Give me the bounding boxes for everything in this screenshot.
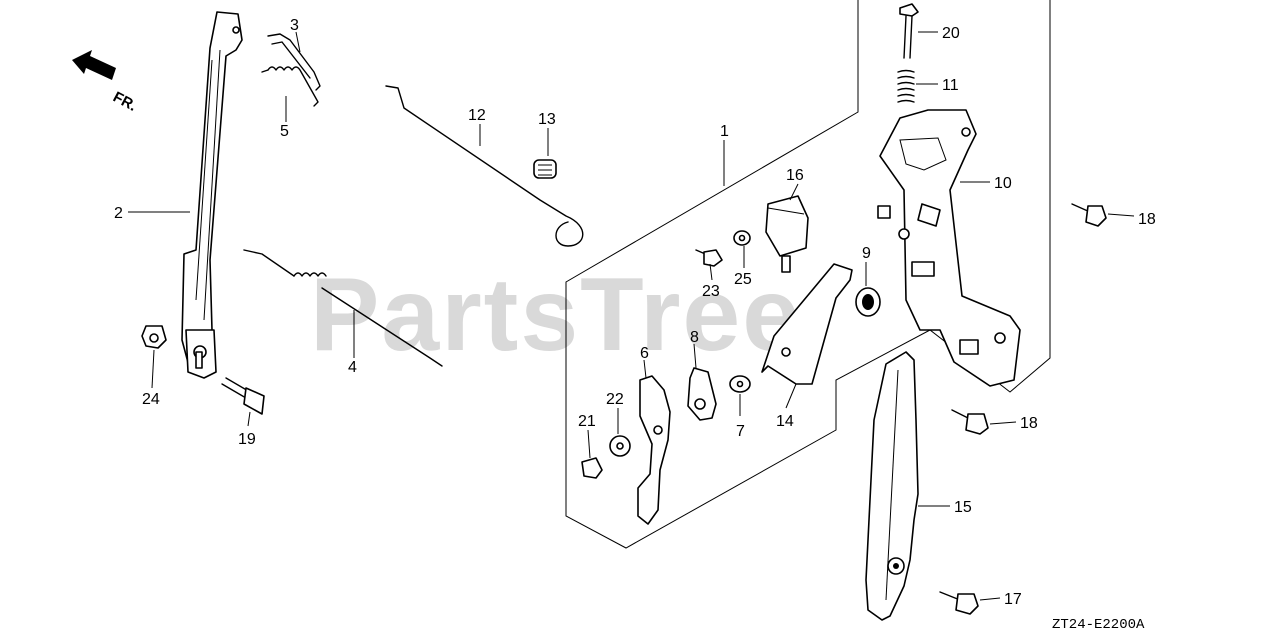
assembly-group-outline [565,0,1051,549]
part-6-lever [637,375,671,525]
callout-9: 9 [862,245,871,262]
part-20-bolt [899,3,919,59]
diagram-code: ZT24-E2200A [1052,617,1145,633]
part-2-lever-arm [181,11,243,379]
part-18-bolt-upper [1071,203,1107,227]
callout-5: 5 [280,123,289,140]
part-21-nut [581,457,603,479]
callout-25: 25 [734,271,752,288]
callout-3: 3 [290,17,299,34]
part-22-washer [609,435,631,457]
callout-2: 2 [114,205,123,222]
callout-23: 23 [702,283,720,300]
callout-1: 1 [720,123,729,140]
callout-21: 21 [578,413,596,430]
part-5-spring [261,66,319,107]
part-23-screw [695,249,723,267]
part-16-switch [765,195,809,273]
callout-10: 10 [994,175,1012,192]
leader-lines [128,31,1135,601]
watermark-text: PartsTree [310,257,802,373]
part-9-grommet [855,287,881,317]
part-7-washer [729,375,751,393]
part-8-lever-plate [687,367,717,421]
callout-20: 20 [942,25,960,42]
part-18-bolt-lower [951,409,989,435]
callout-18-lower: 18 [1020,415,1038,432]
part-24-nut [141,325,167,349]
part-19-bolt [221,377,265,415]
callout-14: 14 [776,413,794,430]
callout-7: 7 [736,423,745,440]
callout-22: 22 [606,391,624,408]
part-13-spring-nut [533,159,557,179]
callout-24: 24 [142,391,160,408]
front-direction-label: FR. [110,89,139,115]
part-4-cable [243,249,443,367]
part-10-bracket [877,109,1021,387]
callout-19: 19 [238,431,256,448]
front-direction-arrow-icon: FR. [72,50,139,115]
callout-4: 4 [348,359,357,376]
part-25-washer [733,230,751,246]
part-15-lever [865,351,919,621]
callout-13: 13 [538,111,556,128]
callout-11: 11 [942,77,959,94]
callout-12: 12 [468,107,486,124]
callout-6: 6 [640,345,649,362]
callout-17: 17 [1004,591,1022,608]
part-12-rod [385,85,584,247]
part-11-spring [897,69,915,103]
part-3-spring-clip [267,33,321,91]
callout-18-upper: 18 [1138,211,1156,228]
callout-8: 8 [690,329,699,346]
part-14-plate [761,263,853,385]
part-17-bolt [939,591,979,615]
callout-labels: 1 2 3 4 5 6 7 8 9 10 11 12 13 14 15 16 1… [114,17,1156,608]
callout-15: 15 [954,499,972,516]
callout-16: 16 [786,167,804,184]
